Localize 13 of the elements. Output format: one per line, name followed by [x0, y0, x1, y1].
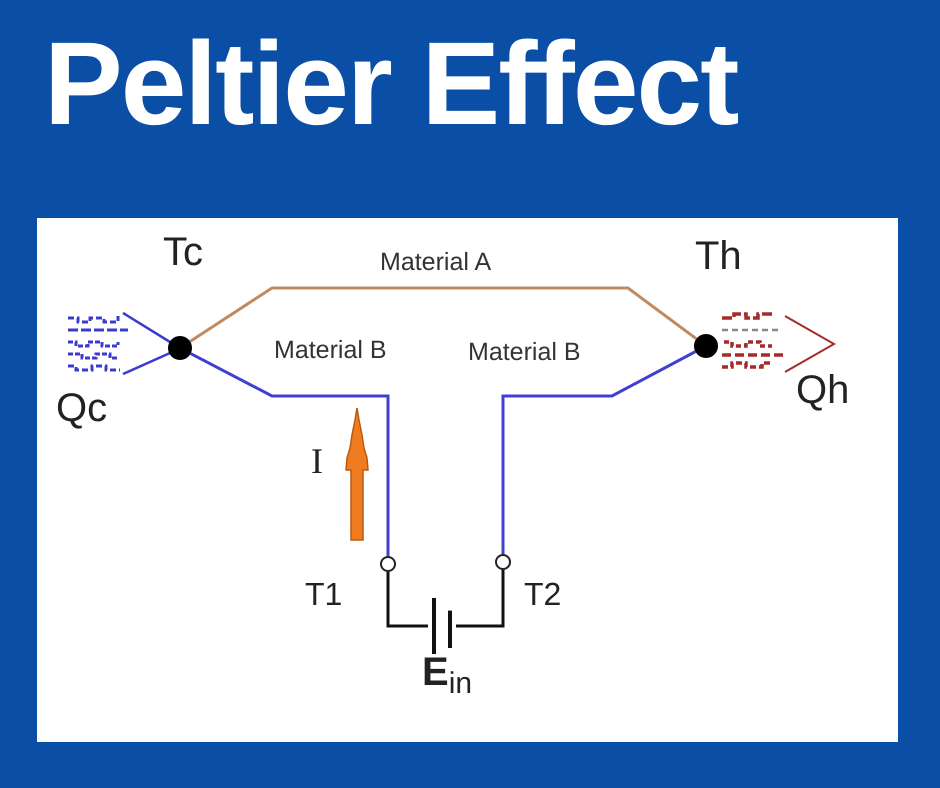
heat-label: Qc	[56, 388, 108, 428]
title: Peltier Effect	[44, 17, 738, 152]
node-label: T1	[305, 578, 342, 610]
wire	[386, 572, 428, 628]
node-label: E$_{in}$	[422, 652, 472, 692]
current-label: I	[311, 443, 323, 479]
wire	[502, 350, 696, 554]
wire	[456, 570, 504, 628]
heat-label: Qh	[796, 370, 850, 410]
node-label: T2	[524, 578, 562, 610]
wire	[189, 286, 698, 343]
node-label: Th	[695, 236, 742, 276]
node-label: Tc	[163, 232, 203, 272]
